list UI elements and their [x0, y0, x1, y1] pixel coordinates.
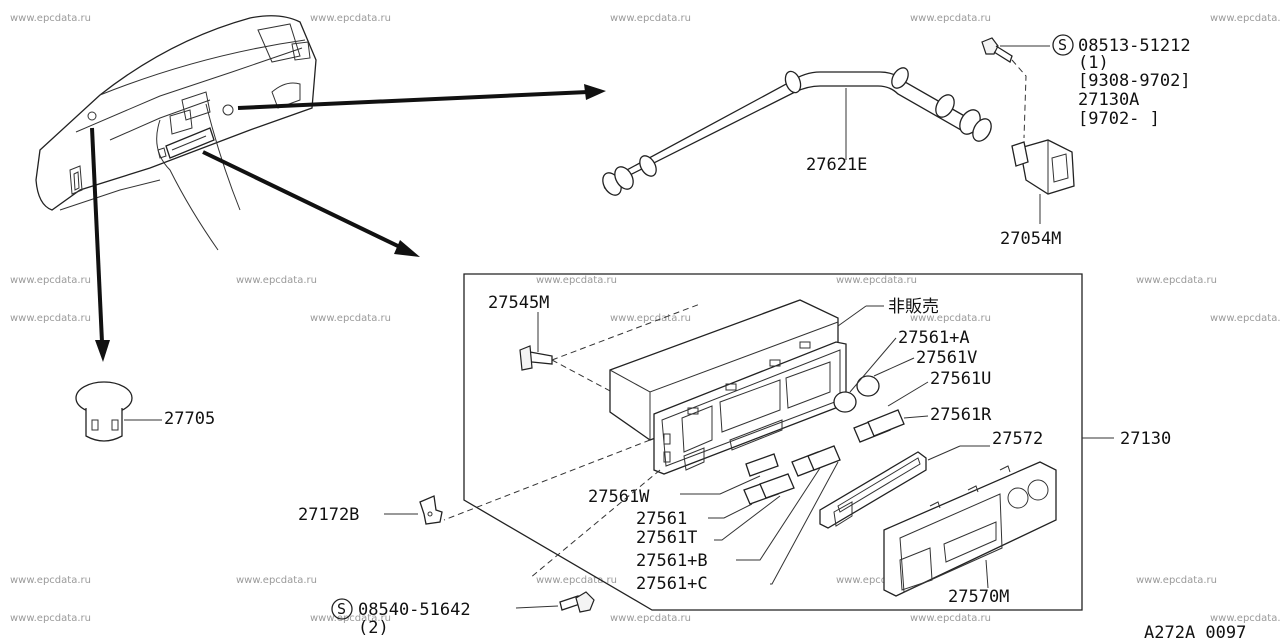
dashboard-illustration	[35, 15, 317, 251]
grommet-27705: 27705	[75, 381, 215, 442]
watermark: www.epcdata.ru	[610, 13, 691, 24]
knobs-and-buttons: 27561+A 27561V 27561U 27561R 27561W 2756…	[588, 328, 992, 594]
watermark: www.epcdata.ru	[1210, 13, 1280, 24]
part-label-27561c: 27561+C	[636, 574, 708, 594]
part-label-27561r: 27561R	[930, 405, 992, 425]
part-label-27705: 27705	[164, 409, 215, 429]
s-mark-text: S	[337, 600, 346, 618]
duct-hose-27621e: 27621E	[602, 67, 992, 196]
s-mark-icon	[1052, 34, 1074, 56]
watermark: www.epcdata.ru	[236, 575, 317, 586]
watermark: www.epcdata.ru	[10, 275, 91, 286]
screw-icon	[981, 37, 999, 55]
watermark: www.epcdata.ru	[1210, 613, 1280, 624]
watermark: www.epcdata.ru	[1136, 275, 1217, 286]
part-label-27570m: 27570M	[948, 587, 1009, 607]
watermark: www.epcdata.ru	[10, 13, 91, 24]
watermark: www.epcdata.ru	[536, 275, 617, 286]
part-label-27561b: 27561+B	[636, 551, 708, 571]
screw-range-2: [9702- ]	[1078, 109, 1160, 129]
knob-27561v	[856, 375, 880, 397]
part-label-27172b: 27172B	[298, 505, 359, 525]
direction-arrows	[90, 84, 606, 362]
screw-27545m: 27545M	[488, 293, 701, 393]
diagram-code: A272A 0097	[1144, 623, 1246, 640]
watermark: www.epcdata.ru	[910, 13, 991, 24]
watermark: www.epcdata.ru	[910, 313, 991, 324]
watermark: www.epcdata.ru	[1136, 575, 1217, 586]
watermark: www.epcdata.ru	[1210, 313, 1280, 324]
part-label-27621e: 27621E	[806, 155, 867, 175]
part-label-27561u: 27561U	[930, 369, 991, 389]
watermark: www.epcdata.ru	[310, 313, 391, 324]
watermark: www.epcdata.ru	[836, 275, 917, 286]
part-label-27572: 27572	[992, 429, 1043, 449]
watermark: www.epcdata.ru	[310, 613, 391, 624]
watermark: www.epcdata.ru	[310, 13, 391, 24]
watermark: www.epcdata.ru	[836, 575, 917, 586]
watermark: www.epcdata.ru	[910, 613, 991, 624]
control-assembly-box: 27130	[463, 273, 1171, 611]
screw-qty-top: (1)	[1078, 53, 1109, 73]
clip-27172b: 27172B	[298, 495, 443, 525]
screw-icon	[519, 345, 533, 371]
screw-icon	[575, 591, 595, 613]
part-label-27561: 27561	[636, 509, 687, 529]
part-label-27561t: 27561T	[636, 528, 697, 548]
s-mark-text: S	[1058, 36, 1067, 54]
part-label-27130a: 27130A	[1078, 90, 1139, 110]
button-27561w	[745, 453, 779, 477]
watermarks: www.epcdata.ru www.epcdata.ru www.epcdat…	[10, 13, 1280, 624]
knob-27561a	[833, 391, 857, 413]
watermark: www.epcdata.ru	[10, 313, 91, 324]
watermark: www.epcdata.ru	[10, 613, 91, 624]
watermark: www.epcdata.ru	[536, 575, 617, 586]
s-mark-icon	[331, 598, 353, 620]
watermark: www.epcdata.ru	[236, 275, 317, 286]
screw-code-bottom: 08540-51642	[358, 600, 471, 620]
screw-range-1: [9308-9702]	[1078, 71, 1191, 91]
part-label-27561w: 27561W	[588, 487, 650, 507]
screw-code-top: 08513-51212	[1078, 36, 1191, 56]
watermark: www.epcdata.ru	[610, 313, 691, 324]
part-label-27561v: 27561V	[916, 348, 977, 368]
panel-27572: 27572	[819, 429, 1043, 529]
button-27561t	[759, 473, 795, 499]
watermark: www.epcdata.ru	[10, 575, 91, 586]
bottom-screw: S 08540-51642 (2)	[331, 469, 661, 638]
top-screw-and-sensor: 27054M S 08513-51212 (1) [9308-9702] 271…	[981, 34, 1191, 249]
bezel-27570m: 27570M	[883, 461, 1057, 607]
part-label-27561a: 27561+A	[898, 328, 970, 348]
screw-qty-bottom: (2)	[358, 618, 389, 638]
watermark: www.epcdata.ru	[610, 613, 691, 624]
part-label-27130: 27130	[1120, 429, 1171, 449]
label-not-sold: 非販売	[888, 297, 939, 317]
button-27561c	[807, 445, 841, 471]
part-label-27545m: 27545M	[488, 293, 549, 313]
part-label-27054m: 27054M	[1000, 229, 1061, 249]
